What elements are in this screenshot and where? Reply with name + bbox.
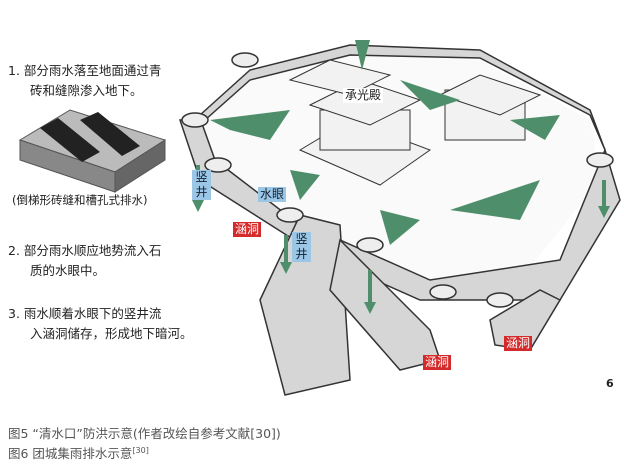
step-3-line-2: 入涵洞储存，形成地下暗河。 [30, 326, 193, 341]
water-eye-label: 水眼 [258, 187, 287, 202]
culvert-label-2: 涵洞 [423, 355, 452, 370]
step-2-line-1: 2. 部分雨水顺应地势流入石 [8, 243, 162, 258]
culvert-label-3: 涵洞 [504, 336, 533, 351]
figure-6-reference: [30] [132, 445, 149, 455]
figure-number: 6 [606, 377, 614, 390]
drainage-diagram [18, 40, 621, 396]
brick-caption: (倒梯形砖缝和槽孔式排水) [12, 193, 148, 207]
step-1-line-1: 1. 部分雨水落至地面通过青 [8, 63, 162, 78]
hall-label: 承光殿 [343, 88, 384, 103]
step-3-line-1: 3. 雨水顺着水眼下的竖井流 [8, 306, 162, 321]
culvert-label-1: 涵洞 [233, 222, 262, 237]
figure-6-caption: 图6 团城集雨排水示意[30] [8, 443, 149, 462]
shaft-label-2: 竖井 [292, 232, 311, 262]
step-2-line-2: 质的水眼中。 [30, 263, 106, 278]
figure-6-caption-text: 图6 团城集雨排水示意 [8, 446, 133, 461]
shaft-openings [181, 52, 614, 308]
step-1-line-2: 砖和缝隙渗入地下。 [30, 83, 143, 98]
brick-illustration [18, 109, 167, 193]
shaft-label-1: 竖井 [192, 170, 211, 200]
figure-5-caption: 图5 “清水口”防洪示意(作者改绘自参考文献[30]) [8, 426, 281, 441]
